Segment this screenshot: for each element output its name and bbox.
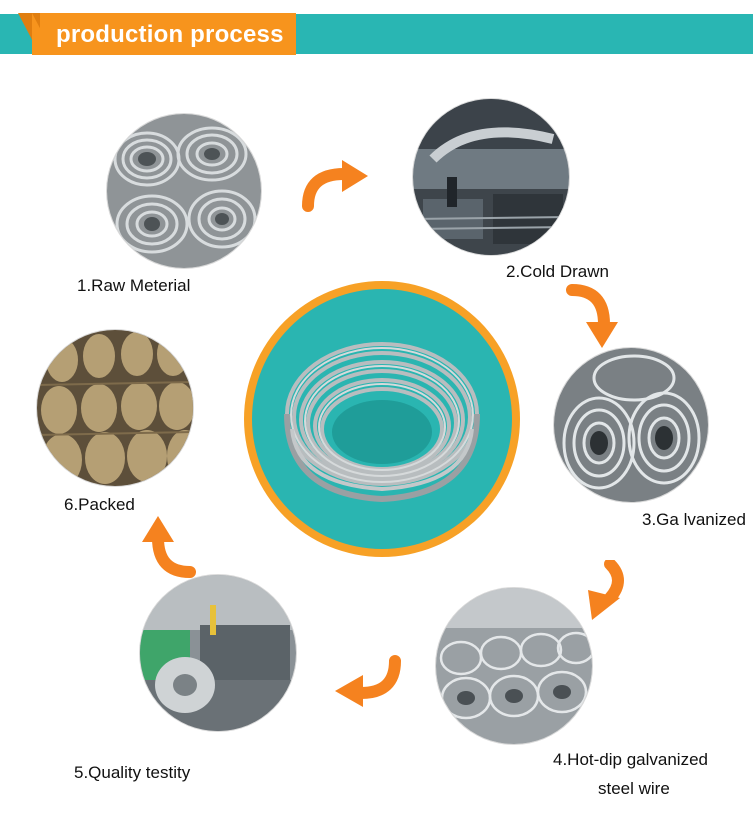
step-1-label: 1.Raw Meterial bbox=[77, 276, 191, 295]
arrow-1-to-2-icon bbox=[302, 160, 370, 217]
page-title: production process bbox=[56, 21, 284, 48]
steel-wire-rope-coil bbox=[252, 289, 512, 549]
step-6-label: 6.Packed bbox=[64, 495, 135, 514]
step-2-label: 2.Cold Drawn bbox=[506, 262, 609, 281]
hot-dip-galvanized-photo bbox=[436, 588, 592, 744]
step-4-label-line2: steel wire bbox=[598, 779, 670, 798]
arrow-2-to-3-icon bbox=[566, 284, 618, 355]
arrow-3-to-4-icon bbox=[584, 558, 632, 627]
step-4-label-line1: 4.Hot-dip galvanized bbox=[553, 750, 708, 769]
center-ring bbox=[244, 281, 520, 557]
header-tab: production process bbox=[18, 13, 296, 55]
cold-drawn-photo bbox=[413, 99, 569, 255]
quality-testing-photo bbox=[140, 575, 296, 731]
raw-material-photo bbox=[107, 114, 261, 268]
step-5-label: 5.Quality testity bbox=[74, 763, 191, 782]
arrow-5-to-6-icon bbox=[134, 516, 196, 583]
arrow-4-to-5-icon bbox=[333, 655, 401, 712]
galvanized-photo bbox=[554, 348, 708, 502]
packed-photo bbox=[37, 330, 193, 486]
step-3-label: 3.Ga lvanized bbox=[642, 510, 746, 529]
